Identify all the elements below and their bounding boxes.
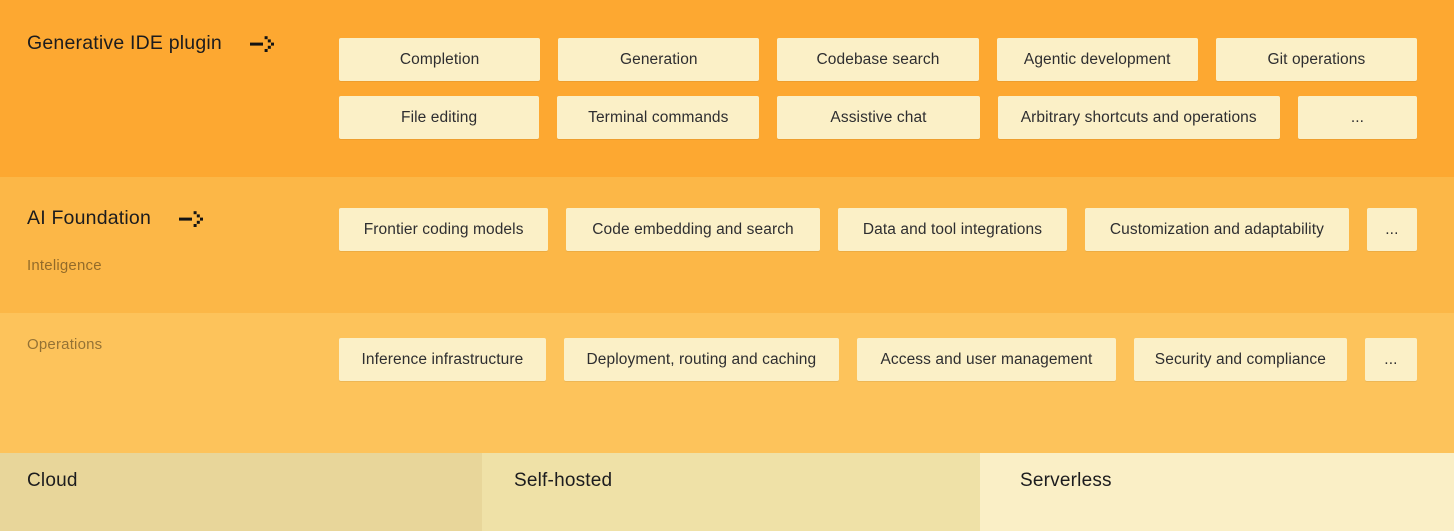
band-operations: Operations Inference infrastructure Depl… (0, 313, 1454, 453)
chip: Agentic development (996, 38, 1198, 81)
band-ai-label-area: AI Foundation Inteligence (0, 177, 339, 313)
band-ide-label-area: Generative IDE plugin (0, 0, 339, 177)
ide-chip-row-1: Completion Generation Codebase search Ag… (339, 38, 1418, 81)
chip: Code embedding and search (566, 208, 820, 251)
chip: Codebase search (777, 38, 979, 81)
deployment-col-serverless: Serverless (980, 453, 1454, 531)
band-title-generative-ide-plugin: Generative IDE plugin (27, 32, 222, 54)
chip: Deployment, routing and caching (563, 338, 839, 381)
dashed-arrow-right-icon (249, 35, 277, 53)
dashed-arrow-right-icon (179, 210, 206, 228)
band-title-ai-foundation: AI Foundation (27, 207, 152, 229)
chip-ellipsis: ... (1297, 96, 1418, 139)
chip: Security and compliance (1133, 338, 1347, 381)
chip: Inference infrastructure (339, 338, 546, 381)
layer-label-inteligence: Inteligence (27, 257, 102, 274)
chip: Terminal commands (557, 96, 760, 139)
chip: Git operations (1215, 38, 1418, 81)
ide-chip-row-2: File editing Terminal commands Assistive… (339, 96, 1418, 139)
chip-ellipsis: ... (1366, 208, 1418, 251)
chip: Arbitrary shortcuts and operations (997, 96, 1280, 139)
chip: Completion (339, 38, 541, 81)
deployment-col-cloud: Cloud (0, 453, 482, 531)
band-ai-foundation: AI Foundation Inteligence Frontier codin… (0, 177, 1454, 313)
band-ide-chip-area: Completion Generation Codebase search Ag… (339, 0, 1454, 177)
chip: Data and tool integrations (837, 208, 1068, 251)
band-deployment-options: Cloud Self-hosted Serverless (0, 453, 1454, 531)
chip: Customization and adaptability (1085, 208, 1349, 251)
chip: Access and user management (856, 338, 1116, 381)
band-ops-chip-area: Inference infrastructure Deployment, rou… (339, 313, 1454, 453)
ops-chip-row: Inference infrastructure Deployment, rou… (339, 338, 1417, 381)
chip: Generation (558, 38, 760, 81)
layer-label-operations: Operations (27, 336, 103, 353)
chip: File editing (339, 96, 540, 139)
chip: Frontier coding models (339, 208, 549, 251)
band-ai-chip-area: Frontier coding models Code embedding an… (339, 177, 1454, 313)
band-generative-ide-plugin: Generative IDE plugin Completion Generat… (0, 0, 1454, 177)
chip-ellipsis: ... (1364, 338, 1417, 381)
chip: Assistive chat (777, 96, 980, 139)
deployment-col-self-hosted: Self-hosted (482, 453, 980, 531)
band-ops-label-area: Operations (0, 313, 339, 453)
ai-chip-row: Frontier coding models Code embedding an… (339, 208, 1418, 251)
